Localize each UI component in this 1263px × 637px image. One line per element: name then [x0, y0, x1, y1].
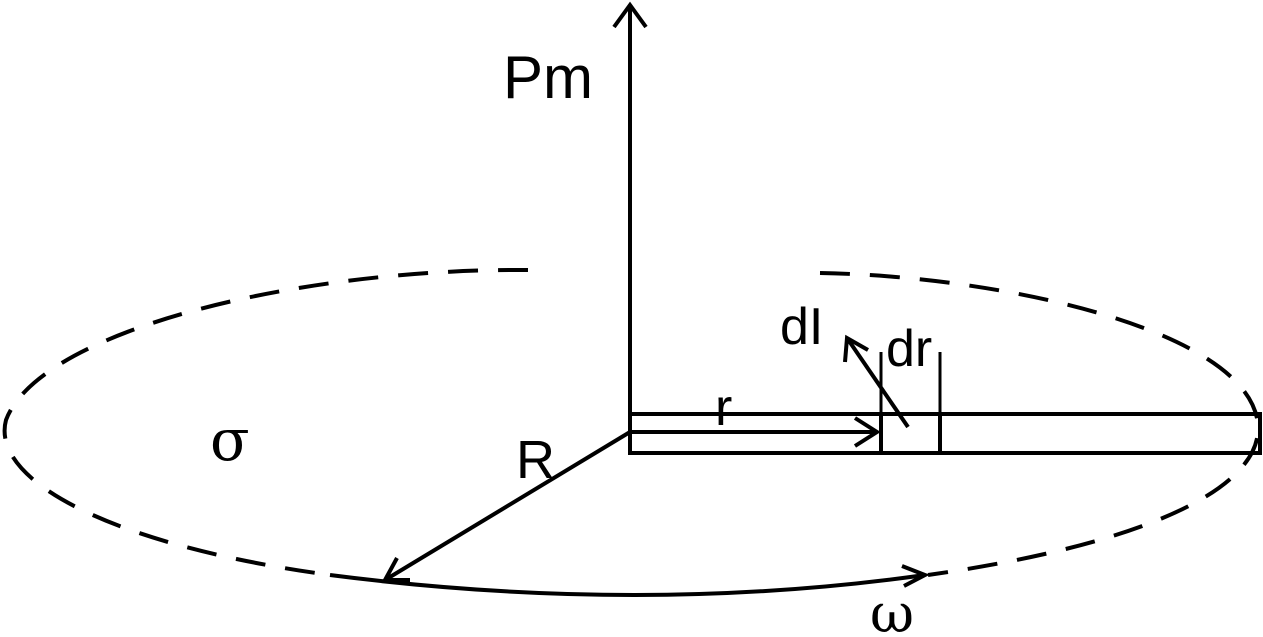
dI-arrowhead: [843, 334, 869, 363]
r-arrow: [630, 416, 881, 448]
small-radius-label: r: [715, 379, 732, 437]
disk-outline-right-arc: [819, 271, 1261, 577]
current-element-label: dI: [780, 298, 823, 356]
moment-axis: [612, 1, 648, 452]
disk-radius-label: R: [516, 430, 555, 490]
ring-width-label: dr: [886, 320, 932, 378]
charge-density-label: σ: [210, 406, 250, 474]
disk-outline-left-arc: [2, 267, 529, 577]
r-arrowhead: [853, 416, 881, 448]
rotation-arrowhead: [901, 564, 930, 588]
rotation-arrow: [329, 564, 930, 597]
R-arrow: [381, 430, 632, 582]
dI-arrow-line: [845, 336, 910, 429]
R-arrow-line: [383, 430, 632, 582]
dI-arrow: [843, 334, 910, 429]
angular-velocity-label: ω: [870, 582, 914, 637]
moment-arrowhead: [612, 1, 648, 29]
rotation-arc: [329, 573, 926, 597]
disk-outline: [2, 267, 1261, 577]
moment-label: Pm: [503, 44, 593, 111]
